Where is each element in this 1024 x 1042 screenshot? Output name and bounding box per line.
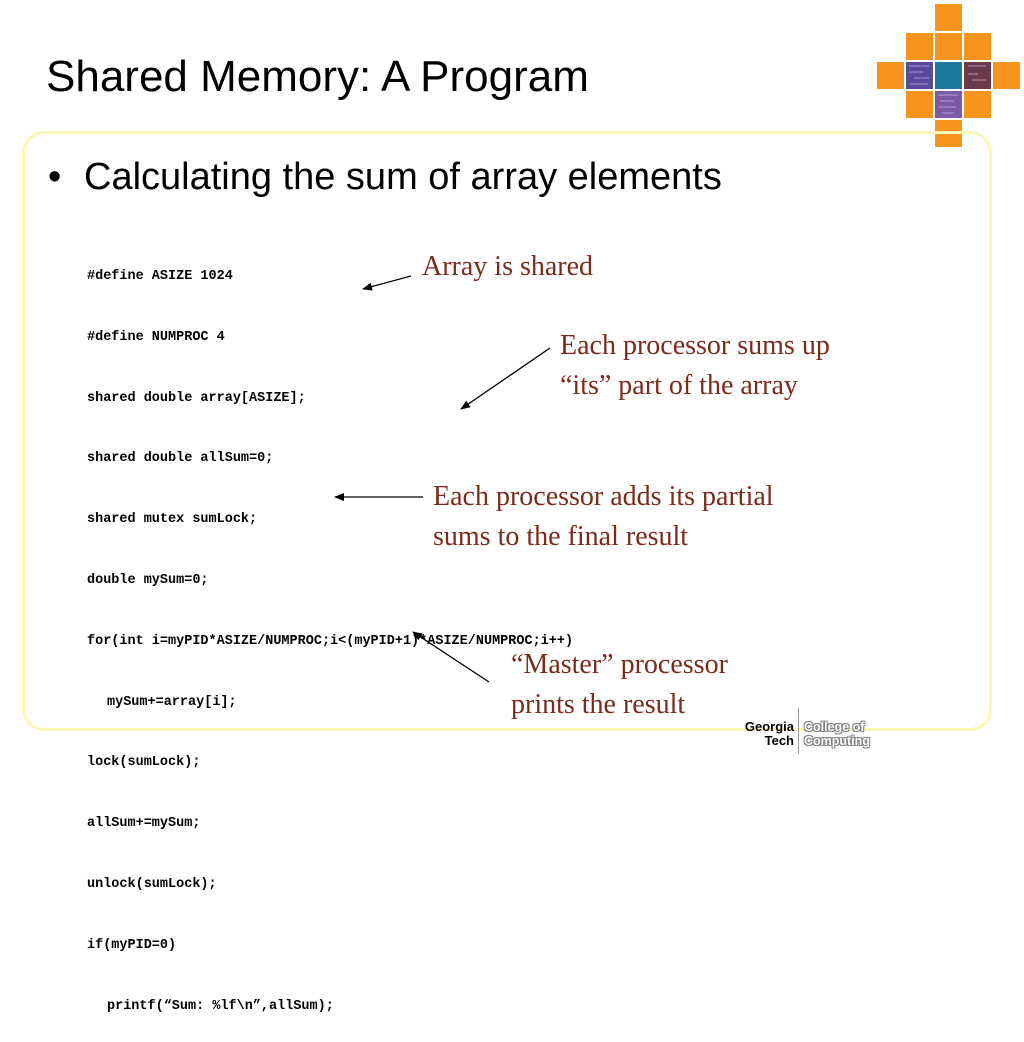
gt-wordmark-line: Georgia xyxy=(744,719,794,734)
gt-wordmark-line: Tech xyxy=(764,733,794,748)
code-line: printf(“Sum: %lf\n”,allSum); xyxy=(107,998,334,1014)
code-line: #define NUMPROC 4 xyxy=(87,329,225,345)
bullet-point: • Calculating the sum of array elements xyxy=(48,156,722,199)
note-master: “Master” processor prints the result xyxy=(511,645,728,725)
note-line: sums to the final result xyxy=(433,521,689,552)
content-frame xyxy=(22,131,992,731)
note-line: prints the result xyxy=(511,689,686,720)
code-line: shared double allSum=0; xyxy=(87,451,274,467)
gt-wordmark: Georgia Tech xyxy=(722,720,794,748)
code-line: for(int i=myPID*ASIZE/NUMPROC;i<(myPID+1… xyxy=(87,633,574,649)
note-line: Each processor adds its partial xyxy=(433,481,774,512)
slide-title: Shared Memory: A Program xyxy=(46,52,589,101)
note-line: “its” part of the array xyxy=(560,370,798,401)
note-array-shared: Array is shared xyxy=(422,251,594,282)
decorative-tile-logo xyxy=(877,4,1020,147)
code-line: if(myPID=0) xyxy=(87,937,177,953)
note-each-sums: Each processor sums up “its” part of the… xyxy=(560,326,830,406)
bullet-text: Calculating the sum of array elements xyxy=(84,156,722,198)
code-line: allSum+=mySum; xyxy=(87,816,201,832)
code-listing: #define ASIZE 1024 #define NUMPROC 4 sha… xyxy=(87,237,573,1042)
bullet-dot: • xyxy=(48,156,62,198)
code-line: #define ASIZE 1024 xyxy=(87,269,233,284)
logo-divider xyxy=(798,708,799,754)
note-line: Each processor sums up xyxy=(560,330,830,361)
code-line: double mySum=0; xyxy=(87,572,209,588)
college-wordmark-line: College of xyxy=(804,720,865,734)
code-line: lock(sumLock); xyxy=(87,755,201,771)
note-line: “Master” processor xyxy=(511,649,728,680)
code-line: shared double array[ASIZE]; xyxy=(87,390,306,406)
code-line: mySum+=array[i]; xyxy=(107,694,237,710)
college-wordmark-line: Computing xyxy=(804,734,870,748)
note-adds-partial: Each processor adds its partial sums to … xyxy=(433,477,774,557)
code-line: unlock(sumLock); xyxy=(87,876,217,892)
college-wordmark: College of Computing xyxy=(804,720,890,748)
georgia-tech-logo: Georgia Tech College of Computing xyxy=(722,706,890,756)
code-line: shared mutex sumLock; xyxy=(87,512,258,528)
